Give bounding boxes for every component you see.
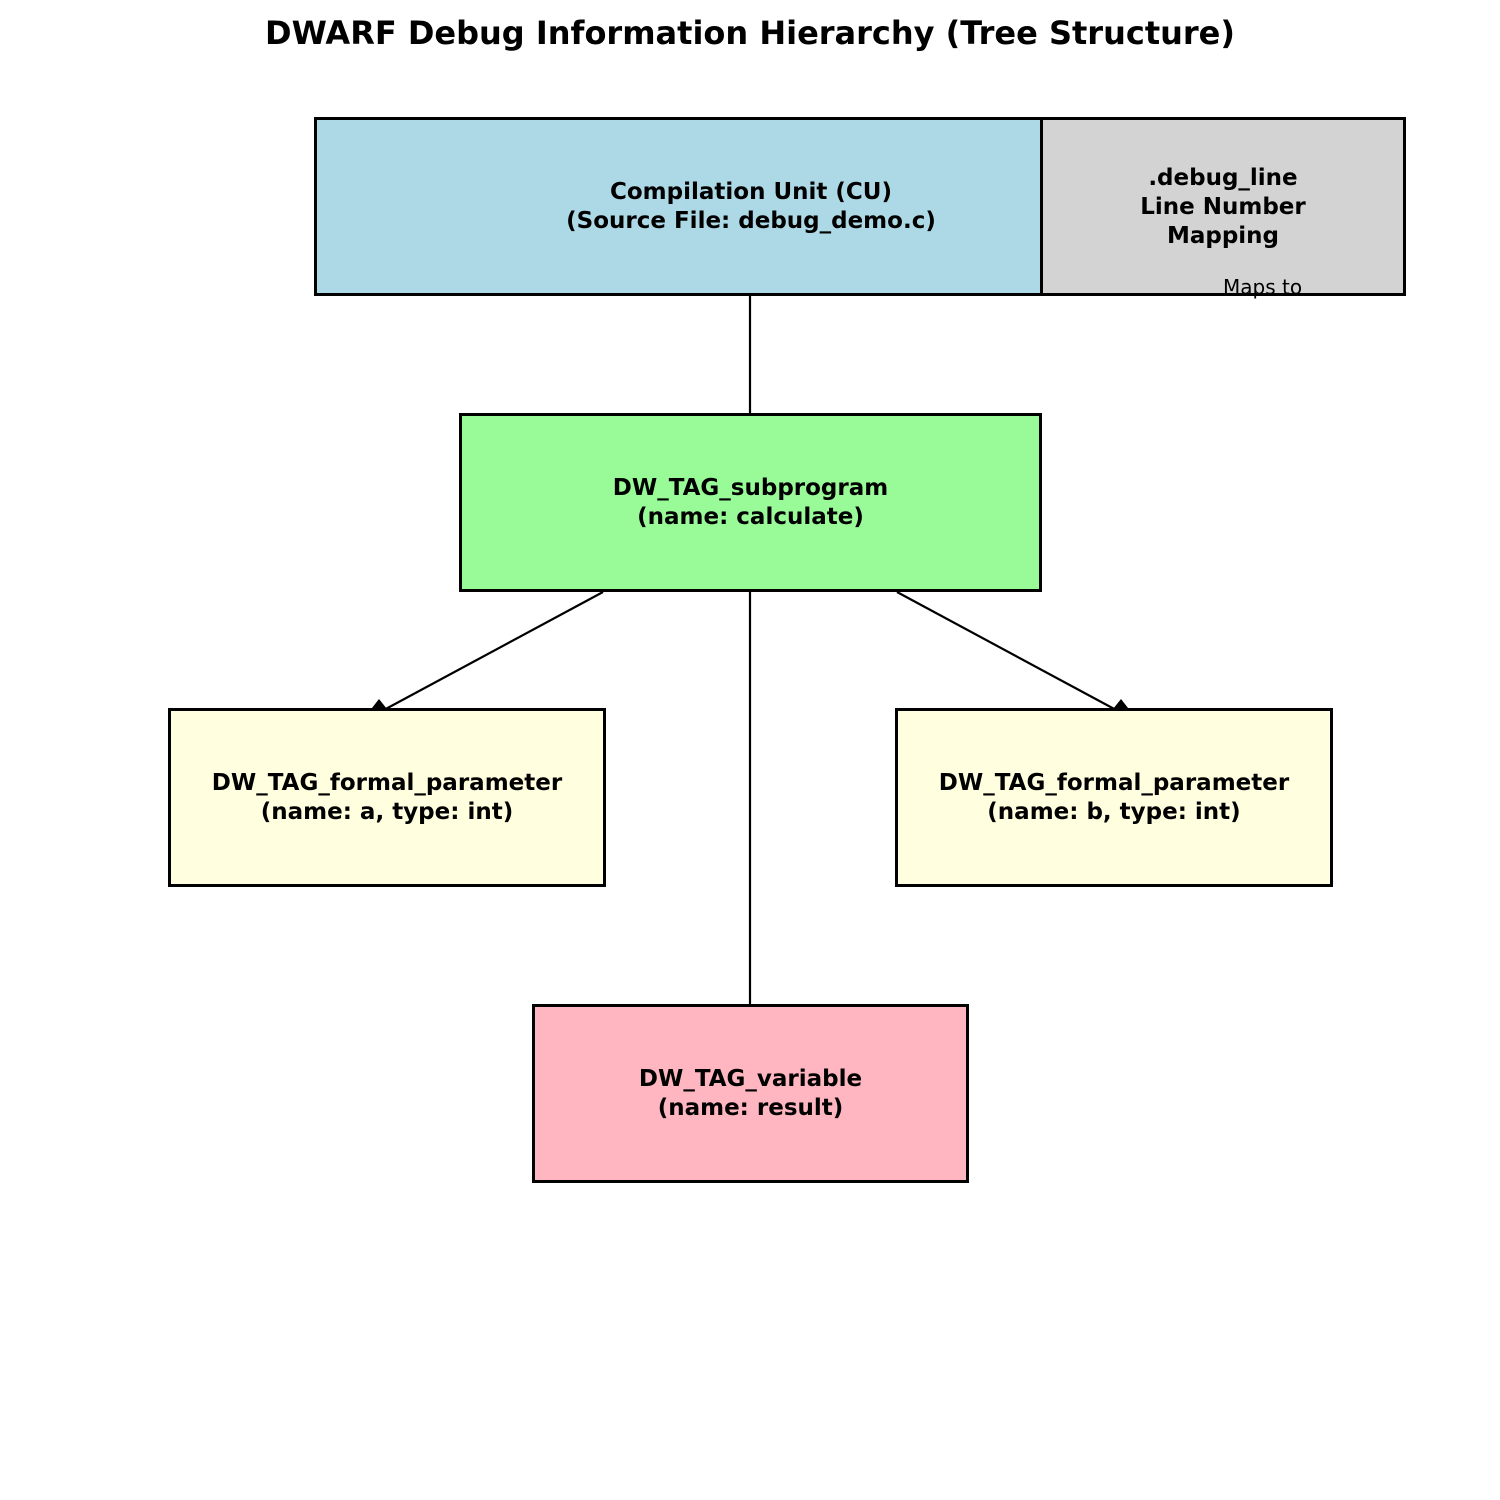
formal-parameter-a-title: DW_TAG_formal_parameter [211, 769, 563, 796]
compilation-unit-node: Compilation Unit (CU) (Source File: debu… [314, 117, 1043, 296]
formal-parameter-b-detail: (name: b, type: int) [987, 798, 1241, 825]
diagram-title: DWARF Debug Information Hierarchy (Tree … [265, 14, 1235, 52]
variable-name: (name: result) [657, 1094, 844, 1121]
debug-line-label: .debug_line Line Number Mapping [1140, 164, 1306, 251]
edge-subprogram-to-param-b [896, 591, 1139, 722]
compilation-unit-label: Compilation Unit (CU) (Source File: debu… [566, 178, 936, 236]
formal-parameter-a-detail: (name: a, type: int) [260, 798, 514, 825]
subprogram-label: DW_TAG_subprogram (name: calculate) [613, 474, 888, 532]
edge-subprogram-to-variable [734, 592, 766, 1029]
subprogram-title: DW_TAG_subprogram [612, 474, 889, 501]
edge-subprogram-to-param-a [361, 591, 604, 722]
variable-node: DW_TAG_variable (name: result) [532, 1004, 969, 1183]
subprogram-name: (name: calculate) [637, 503, 864, 530]
debug-line-node: .debug_line Line Number Mapping [1040, 117, 1406, 296]
formal-parameter-a-label: DW_TAG_formal_parameter (name: a, type: … [212, 769, 562, 827]
formal-parameter-b-label: DW_TAG_formal_parameter (name: b, type: … [939, 769, 1289, 827]
compilation-unit-title: Compilation Unit (CU) [610, 178, 892, 205]
debug-line-subtitle-1: Line Number [1140, 194, 1306, 220]
variable-title: DW_TAG_variable [638, 1065, 863, 1092]
compilation-unit-source: (Source File: debug_demo.c) [566, 207, 936, 234]
formal-parameter-b-title: DW_TAG_formal_parameter [938, 769, 1290, 796]
variable-label: DW_TAG_variable (name: result) [639, 1065, 862, 1123]
debug-line-subtitle-2: Mapping [1166, 223, 1280, 249]
formal-parameter-b-node: DW_TAG_formal_parameter (name: b, type: … [895, 708, 1333, 887]
subprogram-node: DW_TAG_subprogram (name: calculate) [459, 413, 1042, 592]
formal-parameter-a-node: DW_TAG_formal_parameter (name: a, type: … [168, 708, 606, 887]
debug-line-title: .debug_line [1148, 165, 1298, 191]
maps-to-edge-label: Maps to [1223, 275, 1303, 299]
